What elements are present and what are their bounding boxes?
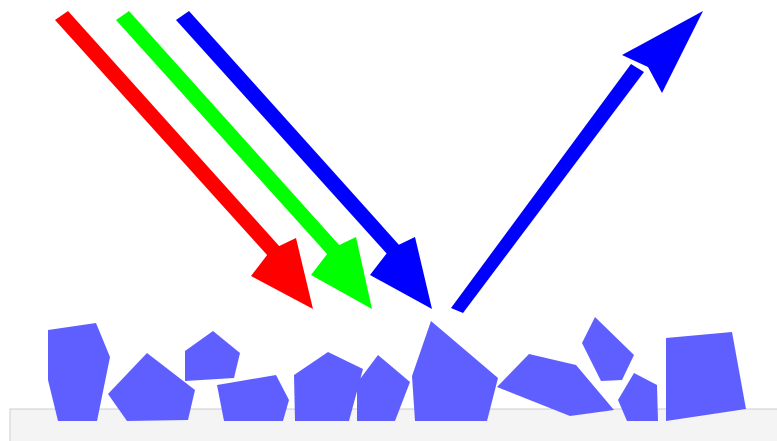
- reflected-rays: [451, 11, 703, 313]
- particle-4: [217, 375, 289, 421]
- red-ray-arrowhead: [251, 238, 313, 309]
- green-ray-arrowhead: [311, 237, 372, 309]
- blue-ray-arrowhead: [370, 237, 432, 309]
- incident-rays: [55, 11, 432, 309]
- blue-ray: [176, 11, 432, 309]
- particle-1: [48, 323, 110, 421]
- particle-layer: [48, 317, 746, 421]
- particle-3: [185, 331, 240, 381]
- red-ray-shaft: [55, 11, 289, 266]
- particle-11: [666, 332, 746, 421]
- reflected-blue-ray-shaft: [451, 64, 644, 313]
- green-ray: [116, 11, 372, 309]
- particle-7: [412, 321, 498, 421]
- particle-9: [582, 317, 634, 381]
- reflected-blue-ray: [451, 11, 703, 313]
- red-ray: [55, 11, 313, 309]
- particle-10: [618, 373, 658, 421]
- particle-2: [108, 353, 195, 421]
- blue-ray-shaft: [176, 11, 409, 265]
- green-ray-shaft: [116, 11, 349, 265]
